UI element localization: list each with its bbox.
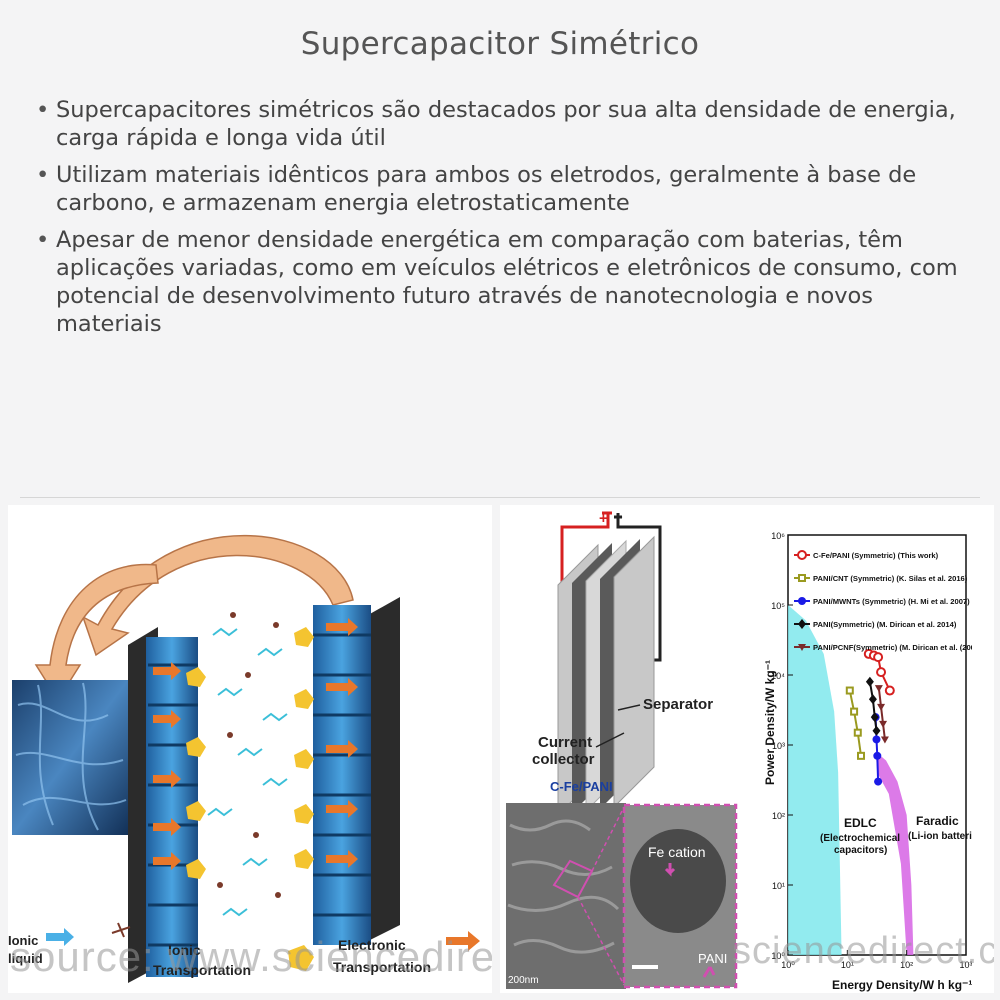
x-axis-label: Energy Density/W h kg⁻¹ [832,978,972,992]
data-point [853,728,862,737]
data-point [879,720,888,728]
data-point [870,712,879,723]
y-tick-label: 10⁵ [771,601,785,611]
x-tick-label: 10³ [959,960,972,970]
y-tick-label: 10² [772,811,785,821]
series-group [845,686,866,760]
y-tick-label: 10⁶ [771,531,785,541]
legend-entry: PANI/PCNF(Symmetric) (M. Dirican et al. … [813,643,972,652]
data-point [797,550,807,560]
data-point [884,685,895,696]
chart-legend: C-Fe/PANI (Symmetric) (This work) PANI/CN… [794,550,972,652]
ionic-liquid-molecules [207,627,288,917]
data-point [865,676,874,687]
series-group [865,676,881,736]
data-point [876,667,887,678]
data-point [798,574,806,582]
watermark: source: www.sciencedirect.com [10,933,492,980]
series-group [874,685,889,744]
minus-sign: − [614,509,623,526]
x-tick-label: 10⁰ [781,960,795,970]
series-group [863,648,895,696]
bullet-list: Supercapacitores simétricos são destacad… [36,96,966,347]
faradic-annotation: Faradic(Li-ion batteries) [908,814,972,842]
y-tick-label: 10⁰ [771,951,785,961]
ionic-liquid-icon [46,928,74,946]
data-point [850,707,859,716]
plus-sign: + [599,510,608,527]
data-point [868,694,877,705]
series-line [877,687,886,740]
data-point [874,685,883,693]
sem-micrograph [506,803,626,989]
data-point [877,703,886,711]
data-point [872,725,881,736]
data-point [873,652,884,663]
edlc-region [788,605,842,955]
current-collector-plate [613,535,655,809]
legend-entry: PANI/CNT (Symmetric) (K. Silas et al. 20… [813,574,968,583]
chart-regions [788,605,914,955]
series-line [848,690,862,756]
legend-entry: PANI(Symmetric) (M. Dirican et al. 2014) [813,620,957,629]
x-tick-label: 10² [900,960,913,970]
scale-bar-label: 200nm [508,975,539,986]
ion-markers [153,618,358,879]
bullet-item: Utilizam materiais idênticos para ambos … [36,161,966,217]
data-point [857,751,866,760]
y-tick-label: 10³ [772,741,785,751]
ion-icon [288,945,314,971]
data-point [798,597,806,605]
data-point [880,736,889,744]
data-point [845,686,854,695]
fe-cation-label: Fe cation [648,844,706,860]
watermark: sciencedirect.com [732,930,994,972]
series-line [868,681,878,731]
data-point [872,735,881,744]
electron-arrow-icon [446,931,480,951]
legend-entry: C-Fe/PANI (Symmetric) (This work) [813,551,939,560]
faradic-region [875,751,914,955]
y-tick-label: 10⁴ [771,671,785,681]
section-divider [20,497,980,498]
page-title: Supercapacitor Simétrico [300,26,700,62]
x-axis-ticks: 10⁰ 10¹ 10² 10³ [781,950,972,970]
material-label: C-Fe/PANI [550,779,613,794]
x-tick-label: 10¹ [841,960,854,970]
bullet-item: Apesar de menor densidade energética em … [36,226,966,338]
y-axis-label: Power Density/W kg⁻¹ [763,660,777,785]
anion-markers [217,612,281,898]
bullet-item: Supercapacitores simétricos são destacad… [36,96,966,152]
data-point [798,644,806,651]
right-current-collector [368,597,400,941]
y-axis-ticks: 10⁰ 10¹ 10² 10³ 10⁴ 10⁵ 10⁶ [771,531,793,961]
y-tick-label: 10¹ [772,881,785,891]
separator-label: Separator [643,696,713,713]
data-point [874,777,883,786]
data-point [873,751,882,760]
data-point [798,619,806,629]
anion-icon [111,922,131,938]
pani-label: PANI [698,951,727,966]
right-electrode [313,605,371,945]
legend-entry: PANI/MWNTs (Symmetric) (H. Mi et al. 200… [813,597,970,606]
chart-series [845,648,895,786]
ragone-chart: 10⁰ 10¹ 10² 10³ 10⁴ 10⁵ 10⁶ 10⁰ 10¹ 10² 10³ C-Fe/… [763,531,972,992]
sem-image [12,680,128,835]
